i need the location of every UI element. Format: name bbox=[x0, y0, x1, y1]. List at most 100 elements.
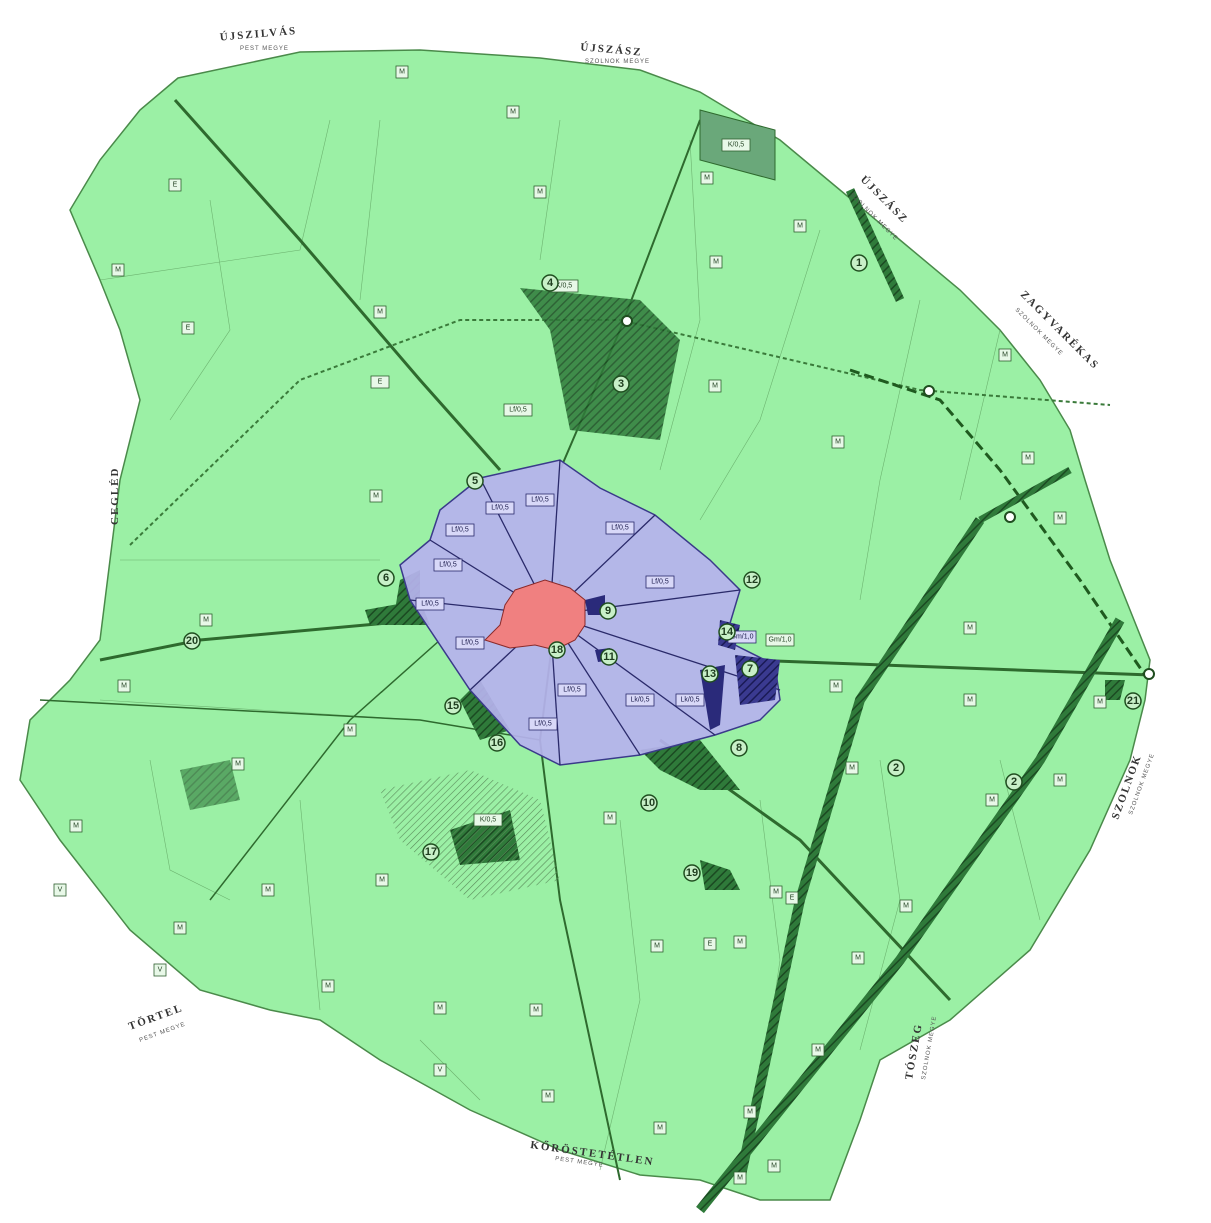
svg-text:M: M bbox=[607, 815, 613, 822]
zone-label: M bbox=[373, 305, 387, 319]
zone-label: M bbox=[733, 935, 747, 949]
svg-text:Lf/0,5: Lf/0,5 bbox=[651, 579, 669, 586]
town-ujszasz-top-sub: SZOLNOK MEGYE bbox=[585, 59, 650, 65]
zone-label: M bbox=[963, 621, 977, 635]
zone-label: M bbox=[708, 379, 722, 393]
svg-text:Lf/0,5: Lf/0,5 bbox=[491, 505, 509, 512]
zone-label: M bbox=[831, 435, 845, 449]
svg-text:K/0,5: K/0,5 bbox=[556, 283, 572, 290]
svg-text:M: M bbox=[537, 189, 543, 196]
svg-text:Lf/0,5: Lf/0,5 bbox=[611, 525, 629, 532]
inner-zone-labels: Lf/0,5 Lf/0,5 Lf/0,5 Lf/0,5 Lf/0,5 Lf/0,… bbox=[415, 493, 757, 731]
svg-text:V: V bbox=[438, 1067, 443, 1074]
zone-label: E bbox=[370, 375, 390, 389]
svg-text:M: M bbox=[712, 383, 718, 390]
zone-label: E bbox=[168, 178, 182, 192]
zone-label: M bbox=[533, 185, 547, 199]
svg-text:Lf/0,5: Lf/0,5 bbox=[509, 407, 527, 414]
zone-label: Lf/0,5 bbox=[557, 683, 587, 697]
svg-text:M: M bbox=[654, 943, 660, 950]
zone-label: Lf/0,5 bbox=[645, 575, 675, 589]
svg-text:Lf/0,5: Lf/0,5 bbox=[461, 640, 479, 647]
zone-label: M bbox=[231, 757, 245, 771]
marker-4: 4 bbox=[541, 274, 559, 292]
svg-text:20: 20 bbox=[186, 635, 198, 647]
svg-text:M: M bbox=[989, 797, 995, 804]
svg-text:M: M bbox=[1025, 455, 1031, 462]
zone-label: Lf/0,5 bbox=[525, 493, 555, 507]
svg-text:M: M bbox=[747, 1109, 753, 1116]
marker-16: 16 bbox=[488, 734, 506, 752]
svg-text:M: M bbox=[855, 955, 861, 962]
svg-text:15: 15 bbox=[447, 700, 459, 712]
svg-text:17: 17 bbox=[425, 846, 437, 858]
svg-text:M: M bbox=[967, 697, 973, 704]
zone-label: E bbox=[703, 937, 717, 951]
svg-text:M: M bbox=[815, 1047, 821, 1054]
marker-7: 7 bbox=[741, 660, 759, 678]
zone-label: M bbox=[769, 885, 783, 899]
marker-20: 20 bbox=[183, 632, 201, 650]
svg-text:Gm/1,0: Gm/1,0 bbox=[731, 634, 754, 641]
svg-text:K/0,5: K/0,5 bbox=[480, 817, 496, 824]
town-ujszilvas-sub: PEST MEGYE bbox=[240, 46, 289, 52]
marker-19: 19 bbox=[683, 864, 701, 882]
marker-12: 12 bbox=[743, 571, 761, 589]
zone-label: V bbox=[53, 883, 67, 897]
svg-text:E: E bbox=[708, 941, 713, 948]
svg-text:E: E bbox=[173, 182, 178, 189]
svg-text:M: M bbox=[121, 683, 127, 690]
svg-text:5: 5 bbox=[472, 475, 478, 487]
svg-text:V: V bbox=[58, 887, 63, 894]
svg-text:18: 18 bbox=[551, 644, 563, 656]
zone-label: M bbox=[1021, 451, 1035, 465]
marker-3: 3 bbox=[612, 375, 630, 393]
svg-text:M: M bbox=[849, 765, 855, 772]
svg-text:M: M bbox=[1057, 777, 1063, 784]
zone-label: Lf/0,5 bbox=[528, 717, 558, 731]
svg-text:21: 21 bbox=[1127, 695, 1139, 707]
svg-text:Lf/0,5: Lf/0,5 bbox=[563, 687, 581, 694]
svg-text:V: V bbox=[158, 967, 163, 974]
marker-8: 8 bbox=[730, 739, 748, 757]
zone-label: M bbox=[111, 263, 125, 277]
svg-text:M: M bbox=[203, 617, 209, 624]
zone-label: Lf/0,5 bbox=[455, 636, 485, 650]
zone-label: Gm/1,0 bbox=[765, 633, 795, 647]
marker-1: 1 bbox=[850, 254, 868, 272]
svg-text:Gm/1,0: Gm/1,0 bbox=[769, 637, 792, 644]
svg-text:2: 2 bbox=[1011, 776, 1017, 788]
svg-text:M: M bbox=[347, 727, 353, 734]
zone-label: M bbox=[709, 255, 723, 269]
junction-dots bbox=[621, 315, 1155, 680]
marker-2a: 2 bbox=[887, 759, 905, 777]
zone-label: M bbox=[1053, 773, 1067, 787]
zone-label: E bbox=[181, 321, 195, 335]
svg-text:Lf/0,5: Lf/0,5 bbox=[421, 601, 439, 608]
svg-text:K/0,5: K/0,5 bbox=[728, 142, 744, 149]
svg-text:M: M bbox=[835, 439, 841, 446]
marker-17: 17 bbox=[422, 843, 440, 861]
zone-label: M bbox=[506, 105, 520, 119]
svg-text:6: 6 bbox=[383, 572, 389, 584]
marker-18: 18 bbox=[548, 641, 566, 659]
zone-label: M bbox=[603, 811, 617, 825]
svg-text:Lf/0,5: Lf/0,5 bbox=[531, 497, 549, 504]
numbered-markers: 1 2 2 3 4 5 6 7 8 9 10 11 12 13 14 15 16… bbox=[183, 254, 1142, 882]
zone-label: M bbox=[321, 979, 335, 993]
svg-text:M: M bbox=[737, 939, 743, 946]
svg-text:10: 10 bbox=[643, 797, 655, 809]
zone-label: Lk/0,5 bbox=[625, 693, 655, 707]
marker-14: 14 bbox=[718, 623, 736, 641]
svg-text:Lf/0,5: Lf/0,5 bbox=[451, 527, 469, 534]
zone-label: V bbox=[153, 963, 167, 977]
svg-text:Lf/0,5: Lf/0,5 bbox=[534, 721, 552, 728]
zone-label: M bbox=[733, 1171, 747, 1185]
zone-label: Lf/0,5 bbox=[503, 403, 533, 417]
zone-label: M bbox=[541, 1089, 555, 1103]
svg-text:M: M bbox=[373, 493, 379, 500]
svg-text:M: M bbox=[115, 267, 121, 274]
zone-label: M bbox=[653, 1121, 667, 1135]
svg-text:E: E bbox=[790, 895, 795, 902]
